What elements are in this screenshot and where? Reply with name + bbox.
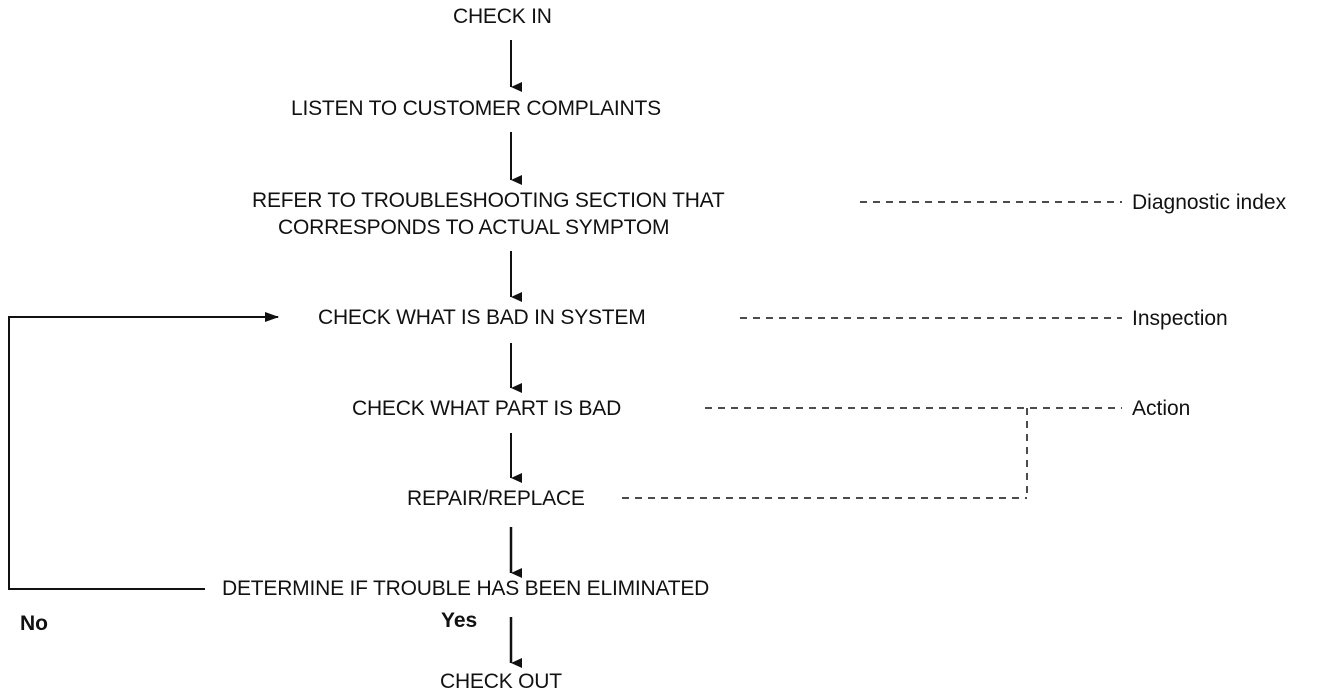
step-listen-complaints: LISTEN TO CUSTOMER COMPLAINTS [291,97,661,120]
step-repair-replace: REPAIR/REPLACE [407,487,585,510]
step-check-system: CHECK WHAT IS BAD IN SYSTEM [318,306,646,329]
annotation-diagnostic-index: Diagnostic index [1132,191,1287,214]
no-loop-line [8,312,279,590]
annotation-action: Action [1132,397,1191,420]
step-refer-troubleshooting-line2: CORRESPONDS TO ACTUAL SYMPTOM [278,216,670,239]
step-check-out: CHECK OUT [440,670,562,693]
branch-no-label: No [20,612,48,635]
annotation-inspection: Inspection [1132,307,1228,330]
step-check-part: CHECK WHAT PART IS BAD [352,397,622,420]
step-determine-eliminated: DETERMINE IF TROUBLE HAS BEEN ELIMINATED [222,577,710,600]
step-check-in: CHECK IN [453,5,552,28]
branch-yes-label: Yes [441,609,478,632]
step-refer-troubleshooting-line1: REFER TO TROUBLESHOOTING SECTION THAT [252,189,725,212]
